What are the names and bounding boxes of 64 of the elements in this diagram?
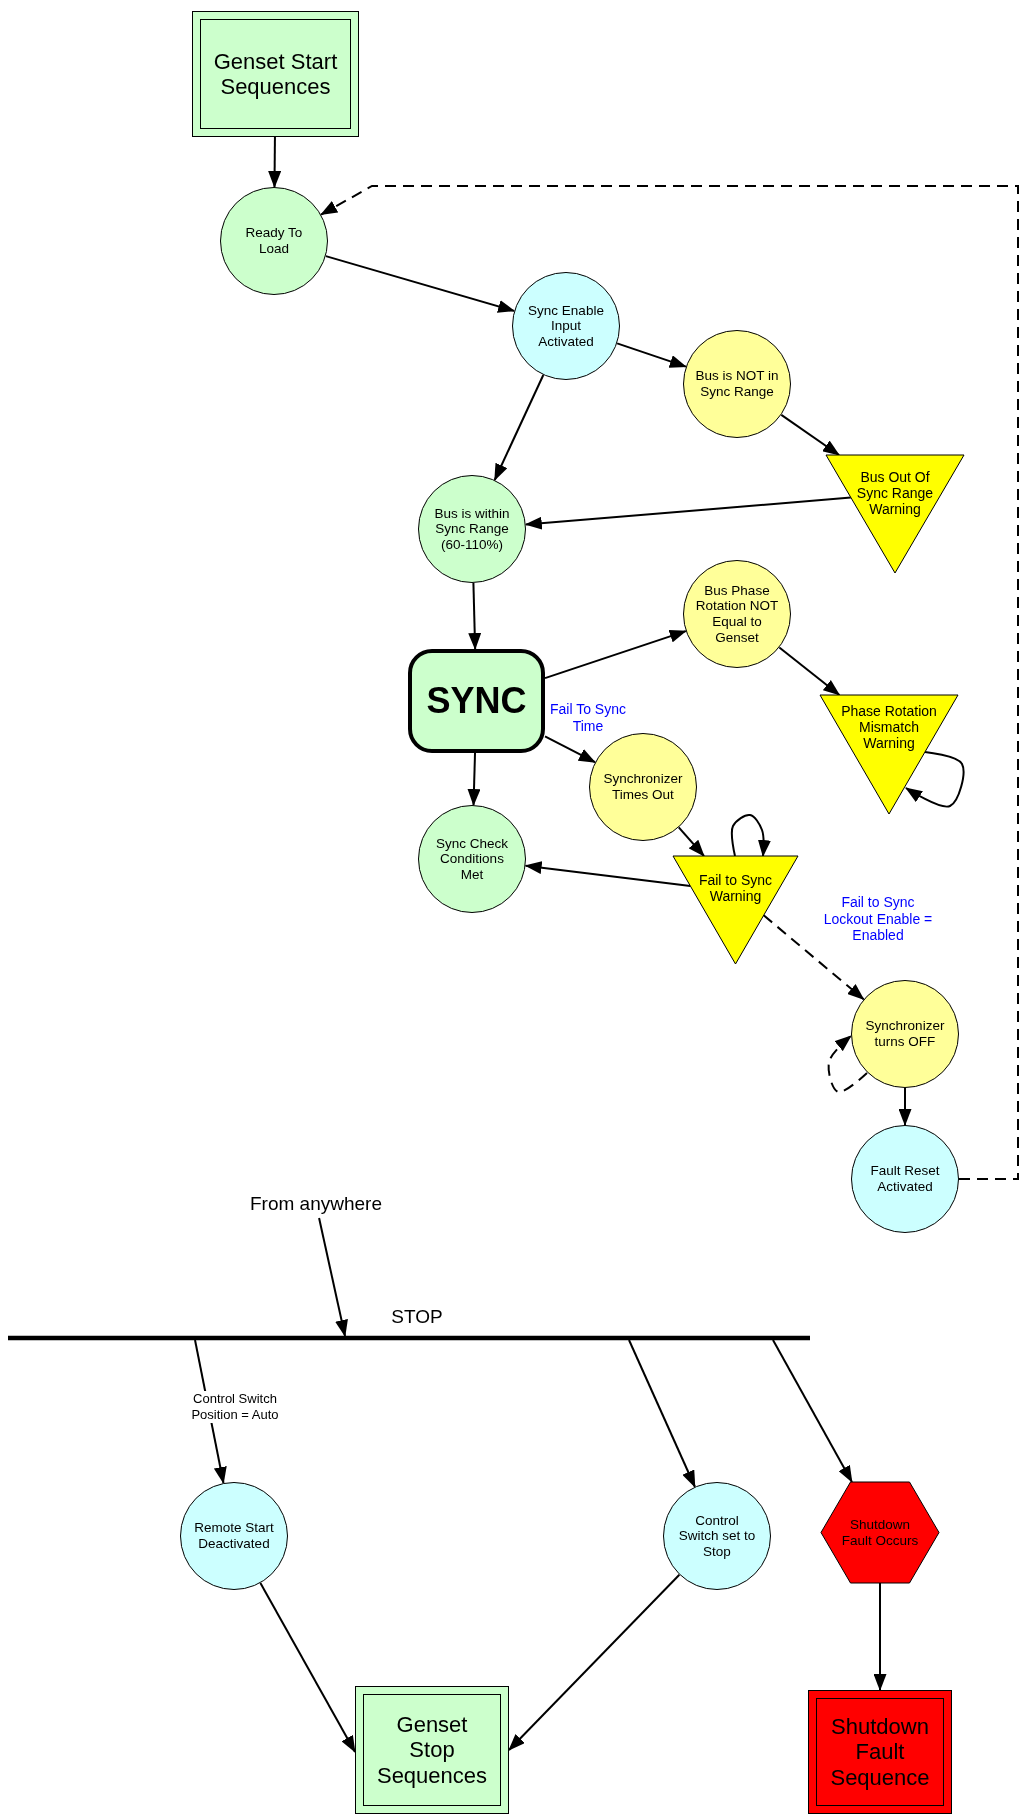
node-label: Bus is NOT in Sync Range — [694, 368, 780, 400]
sequence-box — [355, 1686, 509, 1814]
node-label: Sync Enable Input Activated — [527, 302, 605, 350]
arrow — [762, 914, 865, 1001]
node-label: Remote Start Deactivated — [193, 1520, 275, 1552]
state-circle — [663, 1482, 771, 1590]
state-circle — [418, 805, 526, 913]
node-label: Bus is within Sync Range (60-110%) — [433, 505, 511, 553]
node-label: SYNC — [426, 680, 527, 722]
node-label: Bus Phase Rotation NOT Equal to Genset — [694, 582, 780, 646]
arrow — [524, 496, 852, 530]
arrow — [259, 1582, 356, 1753]
state-circle — [851, 980, 959, 1088]
node-label: Shutdown Fault Occurs — [840, 1517, 920, 1548]
arrow — [772, 1339, 853, 1483]
node-label: STOP — [391, 1306, 443, 1328]
arrow — [780, 413, 841, 456]
node-label: Fail to Sync Warning — [697, 872, 774, 905]
node-label: From anywhere — [250, 1193, 382, 1215]
node-label: Synchronizer Times Out — [602, 771, 684, 803]
warning-triangle — [826, 455, 964, 573]
state-circle — [589, 733, 697, 841]
node-label: Shutdown Fault Sequence — [829, 1714, 931, 1790]
arrow — [508, 1573, 681, 1751]
arrow — [677, 826, 705, 857]
sync-state-box — [408, 649, 545, 753]
arrow — [898, 1087, 912, 1126]
state-circle — [418, 475, 526, 583]
arrow — [493, 374, 545, 481]
state-circle — [683, 560, 791, 668]
state-circle — [220, 187, 328, 295]
arrow — [873, 1582, 887, 1691]
node-label: Sync Check Conditions Met — [435, 835, 509, 883]
node-label: Genset Start Sequences — [212, 48, 339, 100]
arrow — [628, 1339, 696, 1488]
arrow — [616, 342, 687, 368]
warning-triangle — [820, 695, 958, 814]
arrow — [468, 582, 482, 650]
node-label: Fault Reset Activated — [869, 1163, 941, 1195]
arrow — [318, 1217, 348, 1337]
sequence-box — [192, 11, 359, 137]
arrow — [544, 630, 687, 680]
loop-arrow — [827, 1035, 868, 1094]
node-label: Phase Rotation Mismatch Warning — [841, 703, 937, 752]
arrow — [320, 185, 1019, 1180]
node-label: Genset Stop Sequences — [375, 1712, 489, 1788]
arrow — [778, 646, 841, 696]
node-label: Ready To Load — [244, 225, 304, 257]
warning-triangle — [673, 856, 798, 964]
node-label: Control Switch set to Stop — [677, 1512, 757, 1560]
node-label: Bus Out Of Sync Range Warning — [855, 469, 935, 518]
node-label: Synchronizer turns OFF — [864, 1018, 946, 1050]
state-circle — [180, 1482, 288, 1590]
arrow — [467, 752, 481, 806]
state-circle — [512, 272, 620, 380]
arrow — [268, 136, 282, 188]
fault-hexagon — [821, 1482, 939, 1583]
loop-arrow — [730, 813, 771, 857]
state-circle — [683, 330, 791, 438]
state-circle — [851, 1125, 959, 1233]
loop-arrow — [905, 751, 965, 808]
arrow — [544, 735, 596, 764]
arrow — [324, 255, 516, 313]
sequence-box — [808, 1690, 952, 1814]
